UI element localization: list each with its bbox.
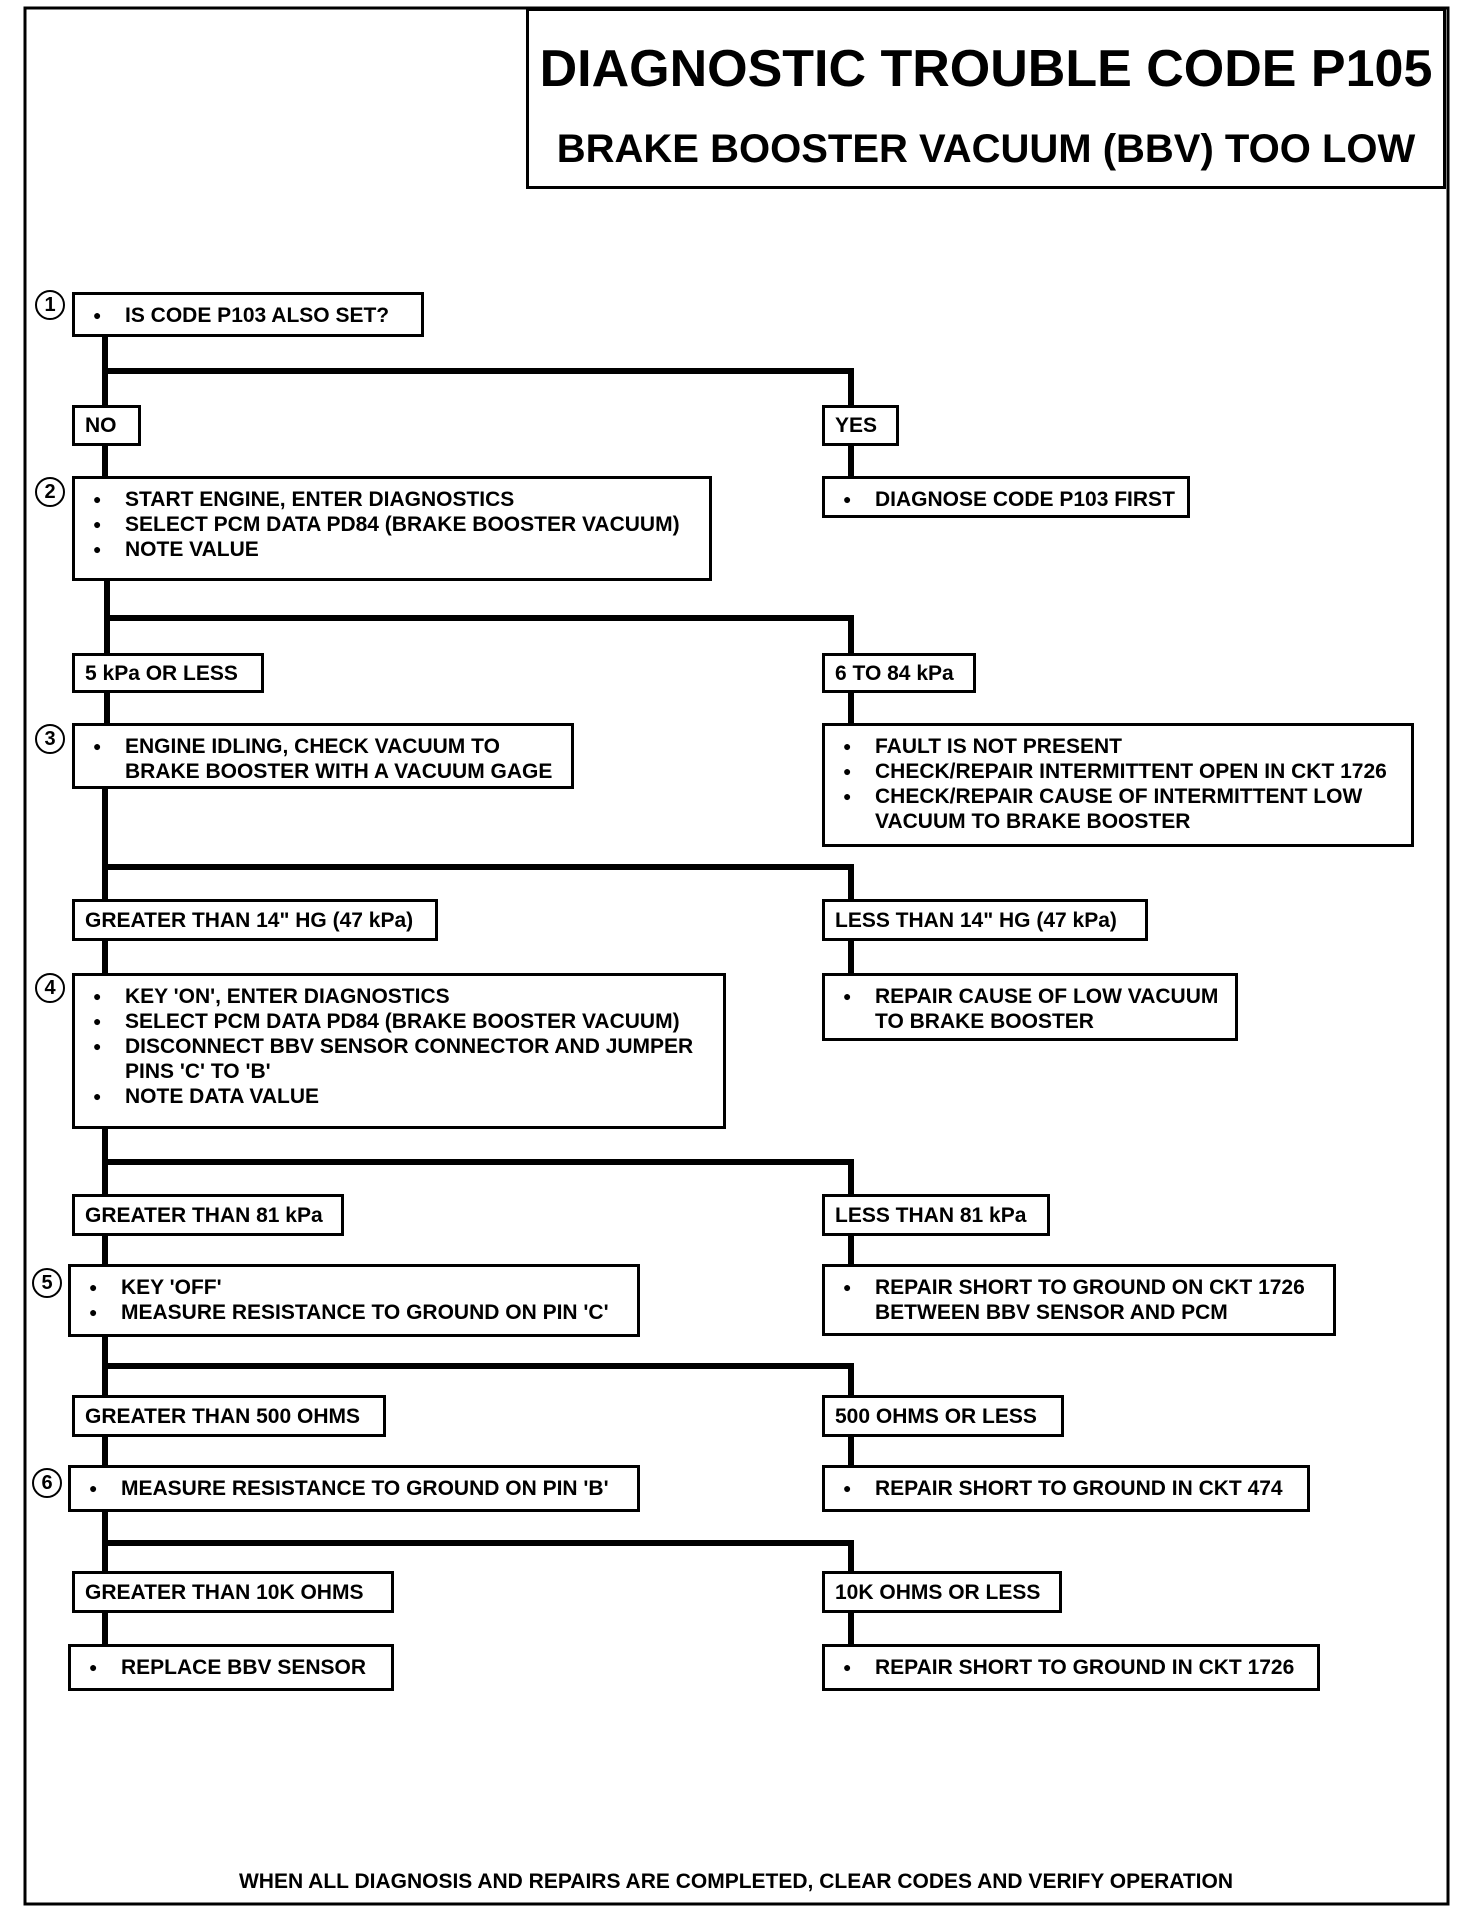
step-5-box: KEY 'OFF' MEASURE RESISTANCE TO GROUND O… bbox=[68, 1264, 640, 1337]
title-box: DIAGNOSTIC TROUBLE CODE P105 BRAKE BOOST… bbox=[526, 8, 1446, 189]
action-box-diagnose-p103: DIAGNOSE CODE P103 FIRST bbox=[822, 476, 1190, 518]
connector-line bbox=[848, 446, 854, 476]
action-item: REPAIR SHORT TO GROUND IN CKT 474 bbox=[843, 1476, 1297, 1501]
step-item: IS CODE P103 ALSO SET? bbox=[93, 303, 411, 328]
step-2-box: START ENGINE, ENTER DIAGNOSTICS SELECT P… bbox=[72, 476, 712, 581]
connector-line bbox=[104, 693, 110, 723]
action-item: CHECK/REPAIR CAUSE OF INTERMITTENT LOW V… bbox=[843, 784, 1401, 834]
step-item: MEASURE RESISTANCE TO GROUND ON PIN 'B' bbox=[89, 1476, 627, 1501]
action-box-fault-not-present: FAULT IS NOT PRESENT CHECK/REPAIR INTERM… bbox=[822, 723, 1414, 847]
branch-label-greater-than-14hg: GREATER THAN 14" HG (47 kPa) bbox=[72, 899, 438, 941]
action-item: REPAIR SHORT TO GROUND IN CKT 1726 bbox=[843, 1655, 1307, 1680]
step-item: NOTE DATA VALUE bbox=[93, 1084, 713, 1109]
connector-line bbox=[102, 941, 108, 973]
connector-line bbox=[848, 1236, 854, 1264]
step-number: 4 bbox=[35, 973, 65, 1003]
connector-line bbox=[102, 1363, 854, 1369]
branch-label-greater-than-81kpa: GREATER THAN 81 kPa bbox=[72, 1194, 344, 1236]
action-box-repair-ckt-1726: REPAIR SHORT TO GROUND IN CKT 1726 bbox=[822, 1644, 1320, 1691]
connector-line bbox=[848, 693, 854, 723]
step-item: KEY 'ON', ENTER DIAGNOSTICS bbox=[93, 984, 713, 1009]
action-box-repair-low-vacuum: REPAIR CAUSE OF LOW VACUUM TO BRAKE BOOS… bbox=[822, 973, 1238, 1041]
connector-line bbox=[102, 1159, 854, 1165]
action-box-repair-ckt-1726-between: REPAIR SHORT TO GROUND ON CKT 1726 BETWE… bbox=[822, 1264, 1336, 1336]
action-item: CHECK/REPAIR INTERMITTENT OPEN IN CKT 17… bbox=[843, 759, 1401, 784]
action-item: DIAGNOSE CODE P103 FIRST bbox=[843, 487, 1177, 512]
diagram-subtitle: BRAKE BOOSTER VACUUM (BBV) TOO LOW bbox=[556, 127, 1416, 171]
step-item: SELECT PCM DATA PD84 (BRAKE BOOSTER VACU… bbox=[93, 1009, 713, 1034]
action-item: FAULT IS NOT PRESENT bbox=[843, 734, 1401, 759]
step-item: KEY 'OFF' bbox=[89, 1275, 627, 1300]
connector-line bbox=[848, 1613, 854, 1644]
branch-label-yes: YES bbox=[822, 405, 899, 446]
connector-line bbox=[102, 446, 108, 476]
connector-line bbox=[848, 1437, 854, 1465]
branch-label-5kpa-or-less: 5 kPa OR LESS bbox=[72, 653, 264, 693]
footer-note: WHEN ALL DIAGNOSIS AND REPAIRS ARE COMPL… bbox=[238, 1870, 1234, 1893]
connector-line bbox=[102, 789, 108, 899]
action-box-repair-ckt-474: REPAIR SHORT TO GROUND IN CKT 474 bbox=[822, 1465, 1310, 1512]
branch-label-500-ohms-or-less: 500 OHMS OR LESS bbox=[822, 1395, 1064, 1437]
branch-label-less-than-14hg: LESS THAN 14" HG (47 kPa) bbox=[822, 899, 1148, 941]
connector-line bbox=[848, 941, 854, 973]
step-6-box: MEASURE RESISTANCE TO GROUND ON PIN 'B' bbox=[68, 1465, 640, 1512]
action-item: REPLACE BBV SENSOR bbox=[89, 1655, 381, 1680]
step-item: DISCONNECT BBV SENSOR CONNECTOR AND JUMP… bbox=[93, 1034, 713, 1084]
action-item: REPAIR SHORT TO GROUND ON CKT 1726 BETWE… bbox=[843, 1275, 1323, 1325]
connector-line bbox=[102, 368, 854, 374]
step-item: SELECT PCM DATA PD84 (BRAKE BOOSTER VACU… bbox=[93, 512, 699, 537]
connector-line bbox=[104, 615, 854, 621]
connector-line bbox=[102, 1236, 108, 1264]
step-4-box: KEY 'ON', ENTER DIAGNOSTICS SELECT PCM D… bbox=[72, 973, 726, 1129]
connector-line bbox=[848, 1540, 854, 1571]
step-number: 6 bbox=[32, 1468, 62, 1498]
connector-line bbox=[848, 615, 854, 653]
connector-line bbox=[848, 368, 854, 405]
step-number: 5 bbox=[32, 1268, 62, 1298]
step-item: ENGINE IDLING, CHECK VACUUM TO BRAKE BOO… bbox=[93, 734, 561, 784]
connector-line bbox=[102, 864, 854, 870]
step-item: MEASURE RESISTANCE TO GROUND ON PIN 'C' bbox=[89, 1300, 627, 1325]
connector-line bbox=[848, 1363, 854, 1395]
diagram-title: DIAGNOSTIC TROUBLE CODE P105 bbox=[539, 40, 1433, 98]
action-box-replace-bbv-sensor: REPLACE BBV SENSOR bbox=[68, 1644, 394, 1691]
step-number: 1 bbox=[35, 290, 65, 320]
step-3-box: ENGINE IDLING, CHECK VACUUM TO BRAKE BOO… bbox=[72, 723, 574, 789]
step-item: NOTE VALUE bbox=[93, 537, 699, 562]
step-1-box: IS CODE P103 ALSO SET? bbox=[72, 292, 424, 337]
branch-label-10k-ohms-or-less: 10K OHMS OR LESS bbox=[822, 1571, 1062, 1613]
branch-label-greater-than-10k-ohms: GREATER THAN 10K OHMS bbox=[72, 1571, 394, 1613]
branch-label-less-than-81kpa: LESS THAN 81 kPa bbox=[822, 1194, 1050, 1236]
branch-label-no: NO bbox=[72, 405, 141, 446]
action-item: REPAIR CAUSE OF LOW VACUUM TO BRAKE BOOS… bbox=[843, 984, 1225, 1034]
step-number: 3 bbox=[35, 724, 65, 754]
connector-line bbox=[102, 1540, 854, 1546]
branch-label-6-to-84kpa: 6 TO 84 kPa bbox=[822, 653, 976, 693]
connector-line bbox=[102, 1613, 108, 1644]
connector-line bbox=[848, 864, 854, 899]
step-number: 2 bbox=[35, 477, 65, 507]
branch-label-greater-than-500-ohms: GREATER THAN 500 OHMS bbox=[72, 1395, 386, 1437]
connector-line bbox=[848, 1159, 854, 1194]
step-item: START ENGINE, ENTER DIAGNOSTICS bbox=[93, 487, 699, 512]
connector-line bbox=[102, 1437, 108, 1465]
